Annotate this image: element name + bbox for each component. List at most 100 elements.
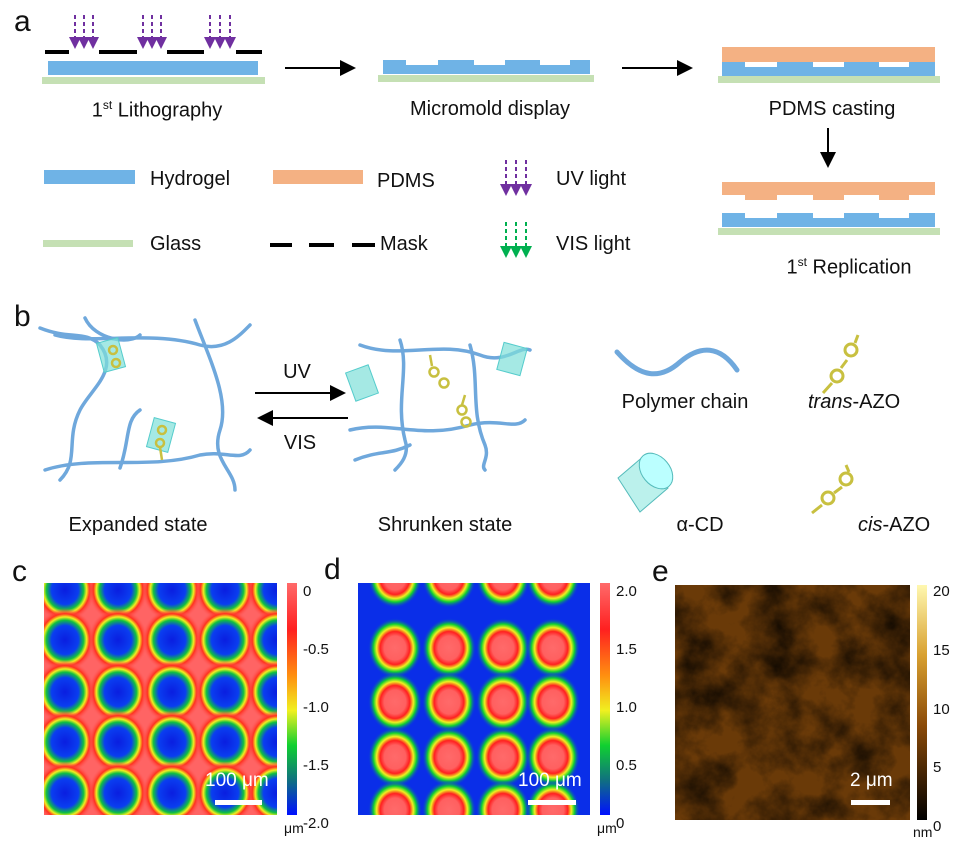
well bbox=[142, 761, 202, 815]
well bbox=[195, 710, 255, 774]
trans-azo-label: trans-AZO bbox=[808, 391, 901, 413]
glass-layer bbox=[42, 77, 265, 84]
pillar bbox=[476, 727, 530, 787]
colorbar-tick: -1.0 bbox=[303, 699, 329, 716]
well bbox=[247, 608, 277, 672]
uv-light-icon bbox=[500, 160, 532, 196]
panel-label-b: b bbox=[14, 300, 31, 333]
pillar bbox=[476, 618, 530, 678]
cis-azo-label: cis-AZO bbox=[858, 514, 931, 536]
colorbar-tick: 1.5 bbox=[616, 641, 637, 658]
colorbar-tick: 10 bbox=[933, 700, 950, 718]
panel-label-d: d bbox=[324, 553, 341, 586]
pillar bbox=[368, 583, 422, 608]
expanded-network bbox=[38, 316, 252, 492]
lithography-step bbox=[42, 15, 265, 84]
colorbar-tick: 1.0 bbox=[616, 699, 637, 716]
colorbar-tick: 0 bbox=[303, 583, 312, 600]
well bbox=[44, 710, 95, 774]
colorbar-unit-d: μm bbox=[597, 820, 617, 836]
pillar bbox=[526, 727, 580, 787]
replication-step bbox=[718, 182, 940, 235]
pillar bbox=[422, 583, 476, 608]
shrunken-network bbox=[348, 338, 532, 472]
well bbox=[195, 608, 255, 672]
pillar bbox=[368, 727, 422, 787]
vis-light-icon bbox=[500, 222, 532, 258]
pillar bbox=[422, 727, 476, 787]
well bbox=[88, 608, 148, 672]
well bbox=[88, 660, 148, 724]
legend-vis: VIS light bbox=[556, 233, 631, 255]
colorbar-tick: 2.0 bbox=[616, 583, 637, 600]
scale-bar-label-c: 100 μm bbox=[205, 770, 269, 791]
well bbox=[142, 583, 202, 622]
colorbar-tick: -2.0 bbox=[303, 815, 329, 832]
colorbar-tick: 0 bbox=[616, 815, 625, 832]
pillar bbox=[526, 583, 580, 608]
scale-bar-d bbox=[528, 800, 576, 805]
vis-label: VIS bbox=[283, 432, 317, 454]
step-pdms-casting: PDMS casting bbox=[768, 98, 896, 120]
polymer-chain-label: Polymer chain bbox=[621, 391, 749, 413]
scale-bar-label-d: 100 μm bbox=[518, 770, 582, 791]
panel-label-a: a bbox=[14, 5, 31, 38]
height-map-d bbox=[358, 583, 590, 815]
well bbox=[142, 608, 202, 672]
cis-azo-icon bbox=[811, 464, 854, 515]
colorbar-unit-e: nm bbox=[913, 824, 933, 840]
colorbar-unit-c: μm bbox=[284, 820, 304, 836]
alpha-cd-label: α-CD bbox=[676, 514, 724, 536]
expanded-state-label: Expanded state bbox=[68, 514, 208, 536]
colorbar-c bbox=[287, 583, 297, 815]
pillar bbox=[422, 618, 476, 678]
well bbox=[44, 660, 95, 724]
pdms-swatch bbox=[273, 170, 363, 184]
trans-azo-icon bbox=[821, 334, 860, 395]
panel-label-e: e bbox=[652, 555, 669, 588]
well bbox=[88, 710, 148, 774]
step-lithography: 1st Lithography bbox=[91, 98, 223, 122]
uv-label: UV bbox=[283, 361, 311, 383]
well bbox=[195, 583, 255, 622]
height-map-c bbox=[44, 583, 277, 815]
scale-bar-label-e: 2 μm bbox=[850, 770, 893, 791]
pillar bbox=[476, 583, 530, 608]
colorbar-tick: 20 bbox=[933, 583, 950, 600]
pillar bbox=[476, 780, 530, 815]
well bbox=[44, 608, 95, 672]
well bbox=[88, 583, 148, 622]
micromold-step bbox=[378, 60, 594, 82]
scale-bar-c bbox=[215, 800, 262, 805]
legend-pdms: PDMS bbox=[377, 170, 435, 192]
pillar bbox=[422, 780, 476, 815]
alpha-cd-icon bbox=[617, 452, 674, 513]
colorbar-tick: 5 bbox=[933, 759, 942, 777]
pillar bbox=[526, 672, 580, 732]
alpha-cd-icon bbox=[95, 337, 177, 453]
pillar bbox=[526, 618, 580, 678]
hydrogel-layer bbox=[48, 61, 258, 75]
panel-label-c: c bbox=[12, 555, 27, 588]
pillar bbox=[476, 672, 530, 732]
azo-in-network bbox=[428, 354, 472, 428]
pillar bbox=[422, 672, 476, 732]
step-replication: 1st Replication bbox=[786, 255, 912, 279]
colorbar-d bbox=[600, 583, 610, 815]
afm-image-e bbox=[675, 585, 910, 820]
pdms-casting-step bbox=[718, 47, 940, 83]
legend-mask: Mask bbox=[380, 233, 428, 255]
legend-uv: UV light bbox=[556, 168, 627, 190]
colorbar-e bbox=[917, 585, 927, 820]
azo-in-network bbox=[107, 344, 168, 461]
well bbox=[142, 710, 202, 774]
well bbox=[44, 761, 95, 815]
well bbox=[247, 710, 277, 774]
pillar bbox=[368, 672, 422, 732]
colorbar-tick: 15 bbox=[933, 641, 950, 659]
colorbar-tick: 0.5 bbox=[616, 757, 637, 774]
pillar bbox=[368, 780, 422, 815]
shrunken-state-label: Shrunken state bbox=[377, 514, 513, 536]
